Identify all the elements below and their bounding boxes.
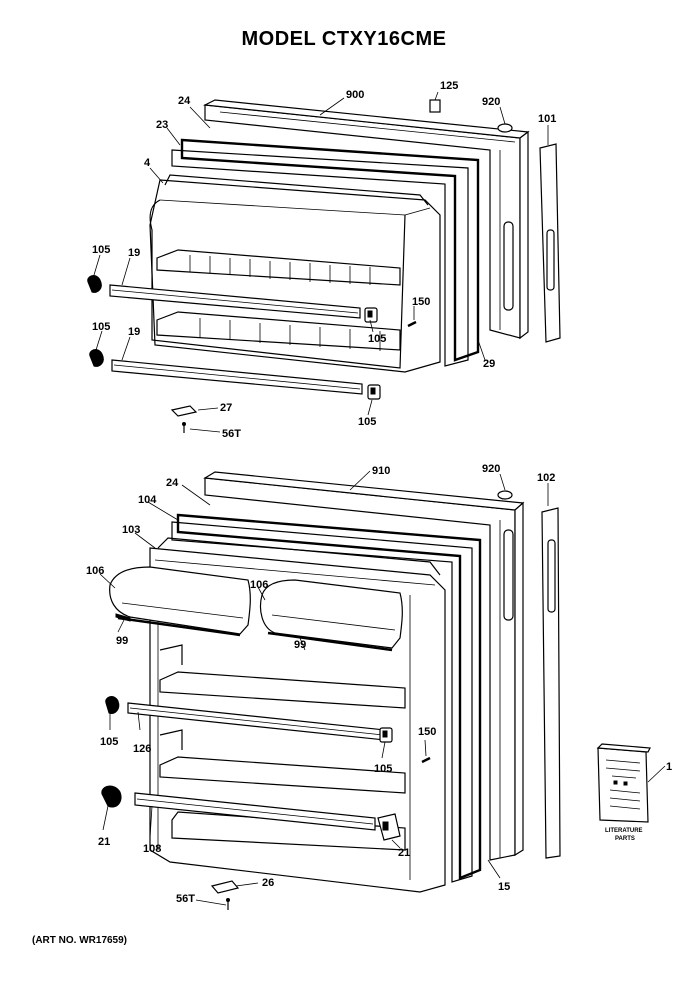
callout-105: 105 [374,763,392,775]
callout-24: 24 [166,477,179,489]
freezer-door-assembly [87,99,561,433]
callout-105: 105 [368,333,386,345]
callout-26: 26 [262,877,274,889]
fresh-food-retainer-105-right [379,727,393,743]
freezer-shelf-retainer-left-upper [87,275,102,293]
callout-920: 920 [482,96,500,108]
freezer-shelf-bar-lower [111,359,363,395]
fresh-food-screw-56t [226,898,230,910]
fresh-food-shelf-bar-lower [134,792,376,831]
callout-106: 106 [250,579,268,591]
freezer-door-liner [149,174,441,373]
callout-56t: 56T [222,428,241,440]
callout-27: 27 [220,402,232,414]
freezer-door-handle-101 [539,143,561,343]
callout-19: 19 [128,247,140,259]
fresh-food-retainer-21-right [377,813,401,841]
callout-104: 104 [138,494,157,506]
freezer-hinge-cap-125 [429,99,441,113]
freezer-shelf-retainer-right-lower [367,384,381,400]
callout-150: 150 [412,296,430,308]
callout-24: 24 [178,95,191,107]
fresh-food-retainer-21-left [101,785,122,808]
art-number: (ART NO. WR17659) [32,935,128,946]
freezer-shelf-lower [156,311,401,351]
fresh-food-shelf-lower [171,811,406,851]
fresh-food-retainer-105-left [105,696,120,714]
callout-910: 910 [372,465,390,477]
callout-19: 19 [128,326,140,338]
fresh-food-shelf-upper [159,671,406,709]
callout-15: 15 [498,881,510,893]
freezer-shelf-upper [156,249,401,286]
callout-108: 108 [143,843,161,855]
callout-106: 106 [86,565,104,577]
callout-105: 105 [92,321,110,333]
callout-101: 101 [538,113,556,125]
freezer-door-gasket [171,138,480,367]
fresh-food-leader-lines [99,470,666,906]
fresh-food-clip-26 [210,880,240,894]
callout-126: 126 [133,743,151,755]
callout-29: 29 [483,358,495,370]
callout-125: 125 [440,80,458,92]
fresh-food-shelf-middle [159,756,406,794]
literature-booklet: LITERATURE PARTS [596,743,651,842]
freezer-shelf-bar-upper [109,284,361,319]
callout-105: 105 [92,244,110,256]
callout-150: 150 [418,726,436,738]
callout-105: 105 [358,416,376,428]
freezer-clip-27 [170,405,198,417]
callout-21: 21 [98,836,110,848]
freezer-leader-lines [93,91,549,433]
callout-99: 99 [116,635,128,647]
diagram-title: MODEL CTXY16CME [241,28,447,50]
callout-4: 4 [144,157,151,169]
freezer-screw-150 [407,320,417,328]
callout-99: 99 [294,639,306,651]
fresh-food-door-assembly [101,471,561,910]
dairy-bin-left [109,566,251,637]
freezer-plug-920 [497,123,513,133]
literature-label-line-1: LITERATURE [605,828,643,834]
fresh-food-callouts: 910 920 102 24 104 103 106 106 99 99 105… [86,463,672,905]
callout-105: 105 [100,736,118,748]
callout-900: 900 [346,89,364,101]
callout-920: 920 [482,463,500,475]
callout-21: 21 [398,847,410,859]
callout-23: 23 [156,119,168,131]
freezer-shelf-retainer-left-lower [89,349,104,367]
freezer-outer-door-panel [202,99,530,340]
fresh-food-door-handle-102 [541,507,561,859]
callout-56t: 56T [176,893,195,905]
fresh-food-door-gasket [171,513,482,883]
freezer-callouts: 24 900 125 920 101 23 4 105 19 105 19 15… [92,80,556,440]
fresh-food-plug-920 [497,490,513,500]
callout-1: 1 [666,761,672,773]
freezer-screw-56t [182,422,186,433]
fresh-food-outer-door-panel [203,471,525,861]
callout-102: 102 [537,472,555,484]
freezer-shelf-retainer-right-upper [364,307,378,323]
fresh-food-screw-150 [421,756,431,764]
literature-label-line-2: PARTS [615,836,635,842]
callout-103: 103 [122,524,140,536]
dairy-bin-right [259,579,403,652]
